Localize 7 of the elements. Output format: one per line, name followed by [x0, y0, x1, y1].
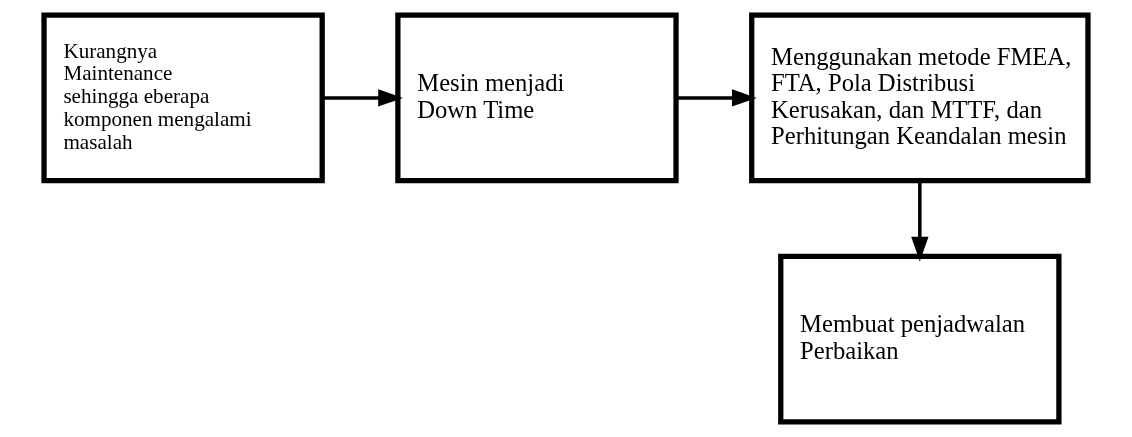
- arrow: [676, 89, 757, 107]
- node-box: Menggunakan metode FMEA, FTA, Pola Distribusi Kerusakan, dan MTTF, dan Perhitungan Keandalan mesin: [749, 12, 1091, 184]
- arrow: [322, 89, 403, 107]
- node-box: Mesin menjadi Down Time: [395, 12, 679, 184]
- arrow: [911, 180, 929, 262]
- node-box: Kurangnya Maintenance sehingga eberapa komponen mengalami masalah: [41, 12, 325, 184]
- node-box: Membuat penjadwalan Perbaikan: [778, 253, 1062, 425]
